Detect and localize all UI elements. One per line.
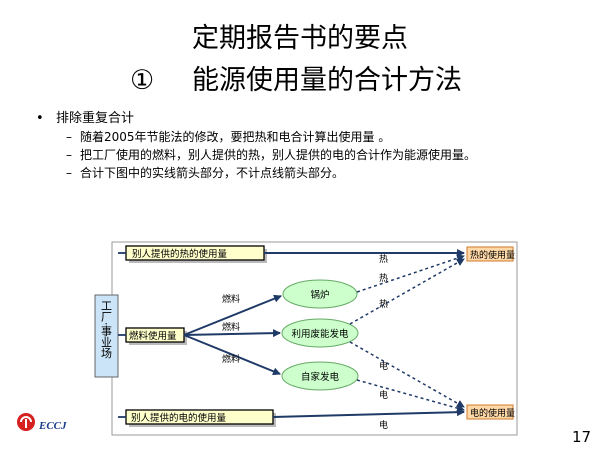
elec-supplied-label: 别人提供的电的使用量 [131, 412, 227, 424]
arrow-fuel-selfgen [183, 334, 281, 376]
heat-label: 热 [379, 272, 388, 284]
heat-label: 热 [379, 298, 388, 310]
fuel-label: 燃料 [222, 293, 240, 305]
arrow-fuel-boiler [183, 294, 282, 336]
heat-use-box [466, 246, 514, 262]
dotted-arrow-wasteheat-elec [349, 341, 465, 408]
heat-use-label: 热的使用量 [470, 249, 515, 261]
elec-label: 电 [379, 360, 388, 372]
page-number: 17 [572, 428, 592, 446]
factory-label: 工厂·事业场 [100, 300, 113, 359]
slide-title-line1: 定期报告书的要点 [192, 23, 408, 54]
boiler-node [282, 279, 358, 309]
elec-label: 电 [379, 389, 388, 401]
dotted-arrow-wasteheat-heat [349, 258, 465, 325]
dash-icon: – [66, 166, 72, 180]
sub-item: – 随着2005年节能法的修改，要把热和电合计算出使用量 。 [36, 130, 576, 145]
boiler-label: 锅炉 [310, 289, 329, 301]
bullet-list: • 排除重复合计 – 随着2005年节能法的修改，要把热和电合计算出使用量 。 … [36, 110, 576, 181]
dash-icon: – [66, 130, 72, 144]
arrow-fuel-wasteheat [183, 329, 281, 338]
bullet-item: • 排除重复合计 [36, 110, 576, 127]
arrow-elec-supplied [272, 408, 465, 418]
fuel-label: 燃料 [222, 353, 240, 365]
slide-title-line2: ① 能源使用量的合计方法 [130, 58, 462, 97]
sub-item: – 合计下图中的实线箭头部分，不计点线箭头部分。 [36, 166, 576, 181]
bullet-text: 排除重复合计 [56, 111, 135, 126]
sub-item-text: 合计下图中的实线箭头部分，不计点线箭头部分。 [80, 166, 345, 180]
heat-label: 热 [379, 253, 388, 265]
title-text: 能源使用量的合计方法 [192, 65, 462, 96]
elec-use-box [466, 404, 514, 420]
title-number: ① [130, 65, 155, 96]
elec-label: 电 [379, 419, 388, 431]
eccj-logo [17, 413, 35, 431]
logo-text: ECCJ [39, 420, 67, 432]
fuel-use-label: 燃料使用量 [129, 330, 177, 342]
heat-supplied-label: 别人提供的热的使用量 [132, 248, 228, 260]
waste-heat-gen-node [281, 318, 359, 348]
sub-item-text: 随着2005年节能法的修改，要把热和电合计算出使用量 。 [80, 130, 391, 144]
dotted-arrow-selfgen-elec [356, 379, 465, 412]
dash-icon: – [66, 148, 72, 162]
fuel-label: 燃料 [222, 321, 240, 333]
elec-use-label: 电的使用量 [470, 407, 515, 419]
sub-item-text: 把工厂使用的燃料，别人提供的热，别人提供的电的合计作为能源使用量。 [80, 148, 477, 162]
sub-item: – 把工厂使用的燃料，别人提供的热，别人提供的电的合计作为能源使用量。 [36, 148, 576, 163]
dotted-arrow-boiler-heat [356, 254, 465, 293]
waste-heat-gen-label: 利用废能发电 [291, 328, 349, 340]
bullet-dot-icon: • [36, 111, 44, 126]
factory-box [94, 294, 119, 378]
self-gen-node [281, 361, 359, 391]
self-gen-label: 自家发电 [301, 371, 340, 383]
